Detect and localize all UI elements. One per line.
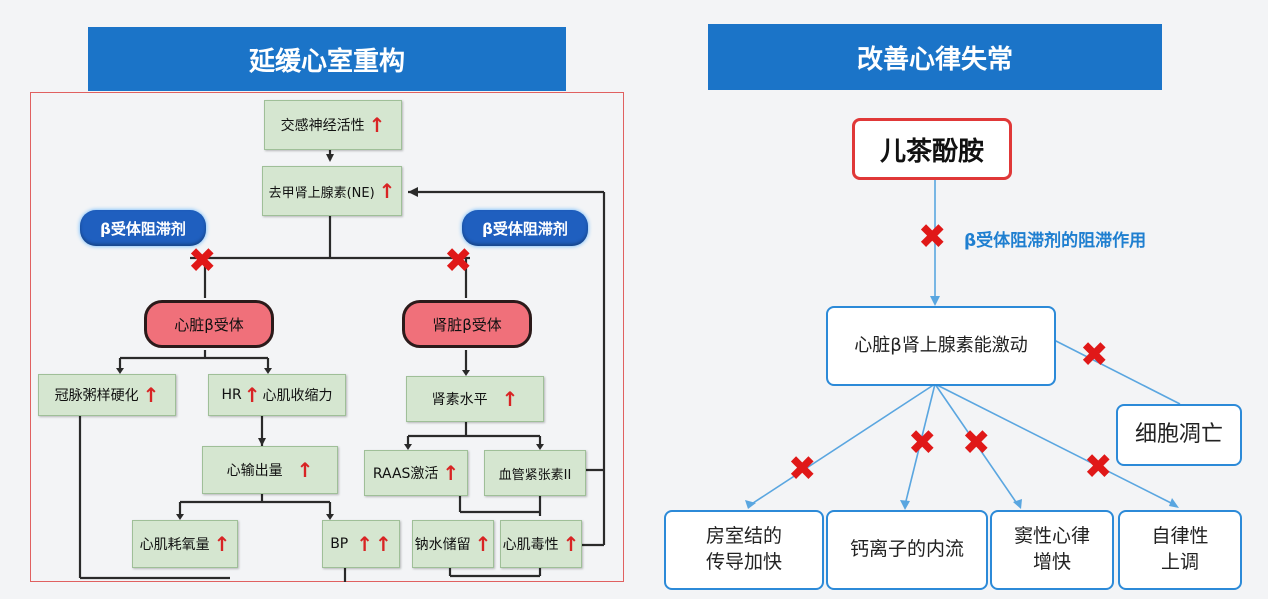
renin-level-box: 肾素水平 ↑ — [406, 376, 544, 422]
up-arrow-icon: ↑ — [442, 461, 460, 485]
av-node-conduction-box: 房室结的 传导加快 — [664, 510, 824, 590]
block-x-icon-right: ✖ — [444, 241, 473, 281]
left-title: 延缓心室重构 — [88, 27, 566, 91]
renin-label: 肾素水平 — [431, 392, 488, 408]
calcium-line1: 钙离子的内流 — [849, 538, 964, 561]
cardiac-beta-receptor: 心脏β受体 — [144, 300, 274, 348]
av-node-line2: 传导加快 — [705, 551, 782, 573]
block-x-icon-apoptosis: ✖ — [1080, 335, 1109, 375]
norepinephrine-label: 去甲肾上腺素(NE) — [268, 185, 375, 201]
block-x-icon-calcium: ✖ — [908, 423, 937, 463]
raas-label: RAAS激活 — [372, 466, 439, 482]
up-arrow-icon: ↑ — [142, 383, 160, 407]
atherosclerosis-label: 冠脉粥样硬化 — [54, 388, 139, 404]
av-node-line1: 房室结的 — [705, 525, 782, 548]
sympathetic-activity-box: 交感神经活性 ↑ — [264, 100, 402, 150]
blood-pressure-label: BP — [330, 536, 349, 552]
myocardial-oxygen-box: 心肌耗氧量 ↑ — [132, 520, 238, 568]
catecholamine-box: 儿茶酚胺 — [852, 118, 1012, 180]
up-arrow-icon: ↑ — [356, 532, 374, 556]
up-arrow-icon: ↑ — [243, 383, 261, 407]
myocardial-toxicity-box: 心肌毒性 ↑ — [500, 520, 582, 568]
heart-rate-contractility-box: HR ↑ 心肌收缩力 — [208, 374, 346, 416]
up-arrow-icon: ↑ — [501, 387, 519, 411]
block-x-icon-top: ✖ — [918, 217, 947, 257]
contractility-label: 心肌收缩力 — [262, 388, 333, 404]
up-arrow-icon: ↑ — [213, 532, 231, 556]
atherosclerosis-box: 冠脉粥样硬化 ↑ — [38, 374, 176, 416]
sinus-line2: 增快 — [1032, 551, 1071, 573]
renal-beta-receptor: 肾脏β受体 — [402, 300, 532, 348]
beta-blocker-badge-left: β受体阻滞剂 — [80, 210, 206, 246]
apoptosis-box: 细胞凋亡 — [1116, 404, 1242, 466]
block-x-icon-sinus: ✖ — [962, 423, 991, 463]
norepinephrine-box: 去甲肾上腺素(NE) ↑ — [262, 166, 402, 216]
cardiac-output-label: 心输出量 — [226, 463, 283, 479]
automaticity-line2: 上调 — [1160, 551, 1199, 573]
up-arrow-icon: ↑ — [378, 179, 396, 203]
up-arrow-icon: ↑ — [474, 532, 492, 556]
right-title: 改善心律失常 — [708, 24, 1162, 90]
block-x-icon-av: ✖ — [788, 449, 817, 489]
calcium-influx-box: 钙离子的内流 — [826, 510, 988, 590]
beta-blocker-badge-right: β受体阻滞剂 — [462, 210, 588, 246]
block-x-icon-automaticity: ✖ — [1084, 447, 1113, 487]
blocking-note: β受体阻滞剂的阻滞作用 — [964, 231, 1147, 251]
sodium-retention-box: 钠水储留 ↑ — [412, 520, 494, 568]
up-arrow-icon: ↑ — [296, 458, 314, 482]
sodium-retention-label: 钠水储留 — [414, 537, 471, 553]
sinus-rhythm-box: 窦性心律 增快 — [990, 510, 1114, 590]
myocardial-oxygen-label: 心肌耗氧量 — [139, 537, 210, 553]
sinus-line1: 窦性心律 — [1013, 525, 1090, 548]
up-arrow-icon: ↑ — [375, 532, 392, 556]
heart-rate-label: HR — [221, 387, 242, 403]
angiotensin-box: 血管紧张素II — [484, 450, 586, 496]
automaticity-line1: 自律性 — [1151, 525, 1209, 548]
myocardial-toxicity-label: 心肌毒性 — [502, 537, 559, 553]
angiotensin-label: 血管紧张素II — [498, 467, 572, 483]
automaticity-box: 自律性 上调 — [1118, 510, 1242, 590]
beta-adrenergic-activation-box: 心脏β肾上腺素能激动 — [826, 306, 1056, 386]
left-frame — [30, 92, 624, 582]
up-arrow-icon: ↑ — [368, 113, 386, 137]
up-arrow-icon: ↑ — [562, 532, 580, 556]
sympathetic-label: 交感神经活性 — [280, 118, 365, 134]
blood-pressure-box: BP ↑ ↑ — [322, 520, 400, 568]
block-x-icon-left: ✖ — [188, 241, 217, 281]
raas-activation-box: RAAS激活 ↑ — [364, 450, 468, 496]
cardiac-output-box: 心输出量 ↑ — [202, 446, 338, 494]
